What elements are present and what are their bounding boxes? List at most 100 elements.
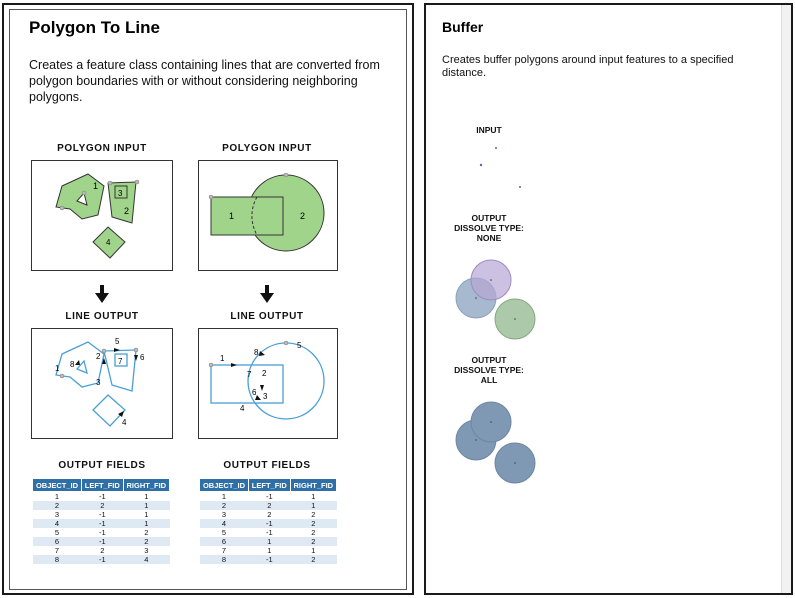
- output-left-label-1: 1: [55, 364, 60, 373]
- input-left-label-2: 2: [124, 206, 129, 216]
- table-cell: 2: [311, 528, 316, 537]
- table-cell: 2: [100, 546, 105, 555]
- buffer-description: Creates buffer polygons around input fea…: [442, 54, 734, 79]
- table-cell: 1: [144, 510, 149, 519]
- polygon-to-line-description: Creates a feature class containing lines…: [29, 58, 380, 104]
- down-arrow-left-icon: [95, 285, 109, 303]
- table-cell: 1: [54, 492, 60, 501]
- caption-output-none-line-1: OUTPUT: [471, 213, 507, 223]
- table-header-right-fid: RIGHT_FID: [122, 478, 171, 492]
- table-cell: 8: [199, 555, 249, 564]
- output-left-label-4: 4: [122, 418, 127, 427]
- table-cell: -1: [248, 555, 291, 564]
- caption-output-none-line-3: NONE: [476, 233, 502, 243]
- caption-output-all-line-3: ALL: [480, 375, 498, 385]
- table-cell: 3: [144, 546, 149, 555]
- output-left-label-6: 6: [140, 353, 145, 362]
- table-cell: -1: [81, 519, 124, 528]
- caption-output-all-line-2: DISSOLVE TYPE:: [454, 365, 524, 375]
- table-cell: 3: [54, 510, 60, 519]
- table-cell: -1: [81, 555, 124, 564]
- polygon-to-line-title: Polygon To Line: [29, 18, 160, 37]
- line-output-left-diagram: 5 6 1 8 2 7 3 4: [31, 328, 173, 439]
- table-cell: 2: [81, 501, 124, 510]
- caption-output-none-line-2: DISSOLVE TYPE:: [454, 223, 524, 233]
- table-cell: 6: [32, 537, 82, 546]
- polygon-input-left-graphic: 1 3 2 4: [55, 173, 140, 259]
- table-cell: 1: [248, 537, 291, 546]
- buffer-title: Buffer: [442, 19, 484, 35]
- buffer-output-all-graphic: [455, 401, 536, 484]
- table-cell: 2: [144, 528, 149, 537]
- table-cell: -1: [98, 492, 106, 501]
- table-cell: 1: [311, 492, 316, 501]
- output-right-label-8: 8: [254, 348, 259, 357]
- table-cell: 4: [32, 519, 82, 528]
- table-cell: -1: [265, 528, 273, 537]
- table-cell: 2: [32, 501, 82, 510]
- output-right-label-7: 7: [247, 370, 252, 379]
- table-cell: -1: [248, 519, 291, 528]
- buffer-input-points-graphic: [479, 147, 521, 188]
- caption-polygon-input-left: POLYGON INPUT: [57, 143, 147, 154]
- caption-buffer-input: INPUT: [476, 125, 502, 135]
- table-cell: 3: [221, 510, 227, 519]
- panel-divider: [416, 0, 424, 598]
- table-header-left-fid: LEFT_FID: [247, 478, 291, 492]
- table-cell: 1: [311, 546, 316, 555]
- table-cell: -1: [265, 492, 273, 501]
- table-cell: 4: [199, 519, 249, 528]
- table-cell: 7: [221, 546, 227, 555]
- scrollbar[interactable]: [781, 5, 791, 593]
- table-cell: 6: [199, 537, 249, 546]
- caption-output-fields-left: OUTPUT FIELDS: [58, 460, 146, 471]
- table-row: 7 1 1: [200, 546, 337, 555]
- table-row: 1 -1 1: [200, 492, 337, 502]
- table-header-object-id: OBJECT_ID: [199, 478, 249, 492]
- down-arrow-right-icon: [260, 285, 274, 303]
- caption-output-all-line-1: OUTPUT: [471, 355, 507, 365]
- polygon-input-right-diagram: 1 2: [198, 160, 338, 271]
- output-left-label-5: 5: [115, 337, 120, 346]
- table-cell: 7: [54, 546, 60, 555]
- table-cell: 1: [123, 501, 170, 510]
- output-right-label-5: 5: [297, 341, 302, 350]
- table-header-right-fid: RIGHT_FID: [289, 478, 338, 492]
- table-cell: 1: [221, 492, 227, 501]
- table-cell: 1: [123, 519, 170, 528]
- table-row: 3 -1 1: [33, 510, 170, 519]
- table-cell: 1: [290, 501, 337, 510]
- table-cell: 1: [144, 492, 149, 501]
- line-output-right-diagram: 1 8 5 7 2 6 3 4: [198, 328, 338, 439]
- table-cell: 2: [290, 537, 337, 546]
- table-cell: 4: [123, 555, 170, 564]
- output-right-label-3: 3: [263, 392, 268, 401]
- output-left-label-2: 2: [96, 352, 101, 361]
- buffer-output-none-graphic: [455, 259, 536, 340]
- table-cell: 2: [290, 555, 337, 564]
- table-cell: 5: [54, 528, 60, 537]
- input-left-label-3: 3: [118, 189, 123, 198]
- polygon-input-left-diagram: 1 3 2 4: [31, 160, 173, 271]
- output-left-label-8: 8: [70, 360, 75, 369]
- table-header-object-id: OBJECT_ID: [32, 478, 82, 492]
- caption-line-output-right: LINE OUTPUT: [230, 311, 304, 322]
- table-cell: 8: [32, 555, 82, 564]
- table-cell: 2: [290, 519, 337, 528]
- caption-line-output-left: LINE OUTPUT: [65, 311, 139, 322]
- output-right-label-2: 2: [262, 369, 267, 378]
- output-right-label-4: 4: [240, 404, 245, 413]
- table-cell: 1: [267, 546, 272, 555]
- table-cell: 2: [199, 501, 249, 510]
- table-cell: -1: [98, 510, 106, 519]
- table-row: 1 -1 1: [33, 492, 170, 502]
- table-header-left-fid: LEFT_FID: [80, 478, 124, 492]
